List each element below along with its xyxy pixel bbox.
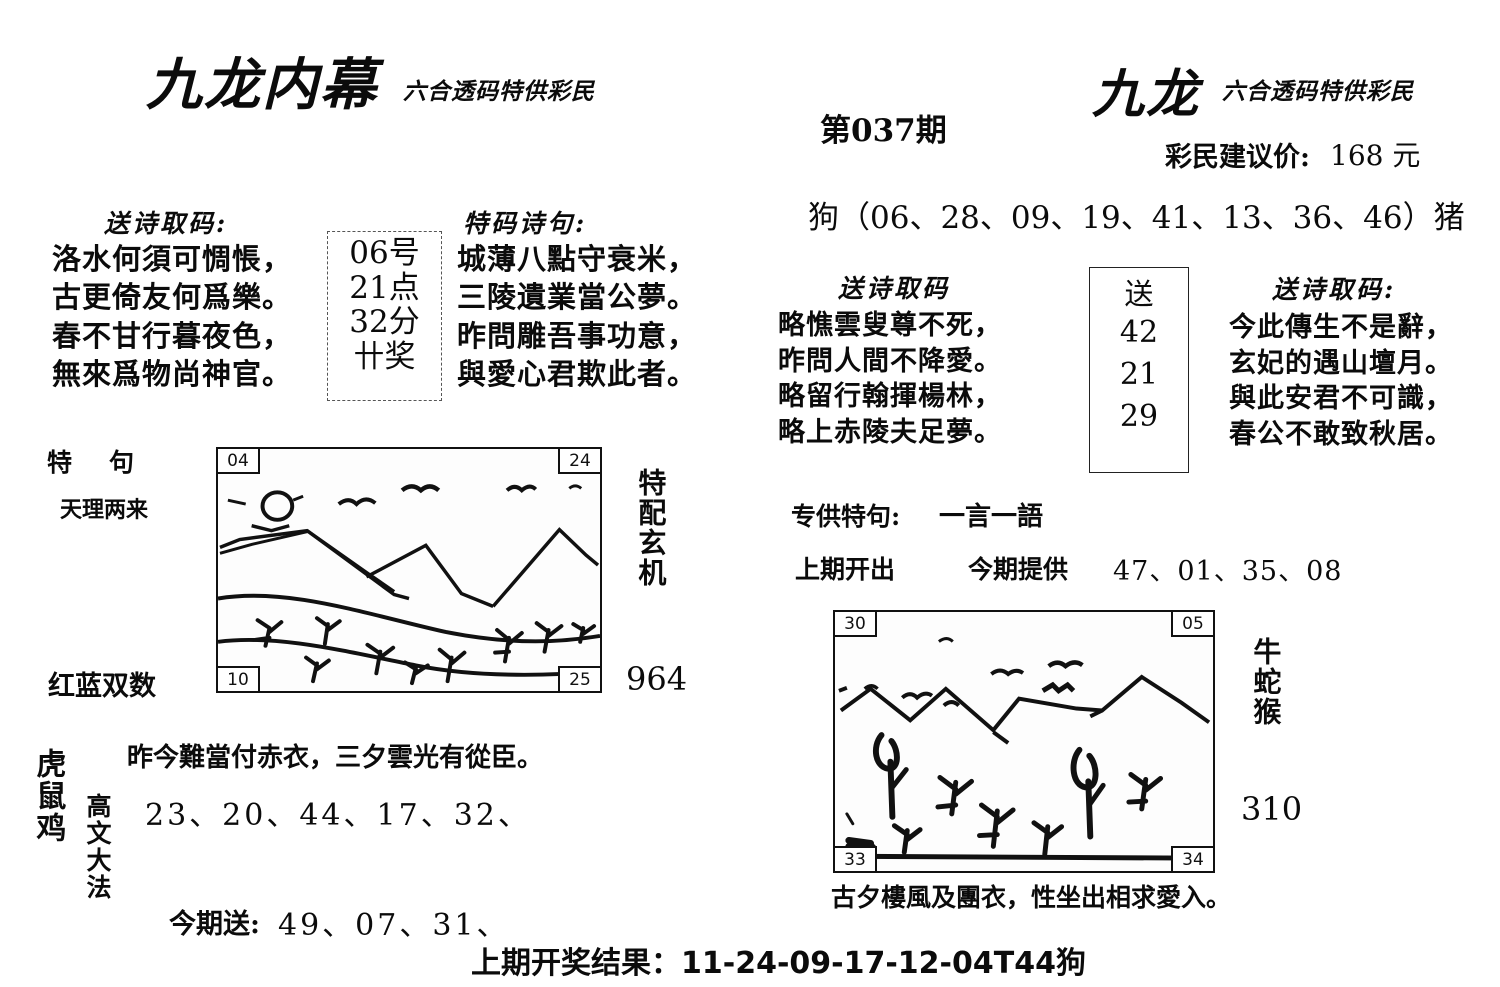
right-picture-corner-tr: 05: [1171, 612, 1213, 637]
left-brand-title: 九龙内幕: [146, 52, 378, 118]
footer-last-draw-result: 上期开奖结果：11-24-09-17-12-04T44狗: [471, 946, 1086, 981]
left-poem-a-title: 送诗取码:: [104, 209, 229, 238]
left-brand-subtitle: 六合透码特供彩民: [403, 78, 595, 105]
left-poem-a-line-4: 無來爲物尚神官。: [52, 356, 293, 391]
left-side-number: 964: [626, 660, 688, 698]
left-scenery-drawing: [218, 484, 600, 686]
left-poem-b-title: 特码诗句:: [463, 209, 588, 238]
left-te-ju-label: 特 句: [47, 448, 141, 477]
left-poem-a-line-1: 洛水何須可惆悵，: [52, 242, 293, 276]
left-code-box-line-2: 21点: [349, 269, 420, 306]
left-method-vertical: 高文大法: [83, 793, 112, 901]
right-brand-subtitle: 六合透码特供彩民: [1222, 78, 1414, 105]
right-this-issue-numbers: 47、01、35、08: [1113, 556, 1343, 587]
right-send-box-line-3: 21: [1119, 357, 1159, 393]
right-send-box-line-1: 送: [1124, 277, 1154, 311]
right-special-label: 专供特句:: [791, 502, 901, 531]
right-picture-corner-bl: 33: [835, 846, 877, 871]
right-brand-title: 九龙: [1092, 64, 1201, 125]
left-poem-b-line-2: 三陵遺業當公夢。: [457, 280, 698, 315]
left-poem-b-body: 城薄八點守衰米， 三陵遺業當公夢。 昨問雕吾事功意， 與愛心君欺此者。: [457, 240, 697, 393]
left-numbers-row: 23、20、44、17、32、: [145, 798, 531, 833]
left-poem-b-line-3: 昨問雕吾事功意，: [457, 318, 698, 353]
right-picture-caption: 古夕樓風及團衣，性坐出相求愛入。: [831, 883, 1232, 912]
left-code-box: 06号 21点 32分 卄奖: [327, 231, 442, 401]
left-picture-corner-tr: 24: [558, 449, 600, 474]
right-send-box-line-4: 29: [1119, 399, 1159, 435]
right-poem-b-line-4: 春公不敢致秋居。: [1229, 418, 1453, 450]
right-poem-b-title: 送诗取码:: [1272, 275, 1397, 304]
left-picture-corner-br: 25: [558, 666, 600, 691]
left-picture-corner-bl: 10: [218, 666, 260, 691]
left-send-row-label: 今期送:: [169, 909, 260, 940]
left-code-box-line-3: 32分: [349, 304, 420, 341]
left-picture-caption: 昨今難當付赤衣，三夕雲光有從臣。: [127, 743, 544, 773]
right-issue-number: 第037期: [820, 113, 947, 149]
right-poem-b-line-3: 與此安君不可識，: [1229, 383, 1453, 415]
right-price-label: 彩民建议价:: [1165, 142, 1310, 173]
right-send-box-line-2: 42: [1119, 315, 1159, 351]
right-send-box: 送 42 21 29: [1089, 267, 1189, 473]
right-price-value: 168 元: [1330, 139, 1421, 172]
right-side-vertical-text: 牛蛇猴: [1249, 637, 1283, 727]
right-poem-a-title: 送诗取码: [838, 274, 951, 303]
right-picture-corner-tl: 30: [835, 612, 877, 637]
right-last-issue-label: 上期开出: [795, 555, 896, 584]
left-send-row-numbers: 49、07、31、: [278, 908, 510, 943]
right-poem-b-line-1: 今此傳生不是辭，: [1229, 312, 1453, 343]
left-zodiac-vertical: 虎鼠鸡: [30, 748, 66, 844]
right-special-value: 一言一語: [939, 502, 1044, 532]
left-te-ju-value: 天理两来: [60, 497, 149, 523]
left-code-box-line-4: 卄奖: [353, 339, 416, 376]
left-poem-b-line-4: 與愛心君欺此者。: [457, 356, 698, 391]
right-side-number: 310: [1241, 790, 1303, 828]
right-poem-a-line-1: 略憔雲叟尊不死，: [778, 310, 1002, 341]
right-zodiac-range: 狗（06、28、09、19、41、13、36、46）猪: [808, 200, 1465, 236]
right-poem-a-line-3: 略留行翰揮楊林，: [778, 381, 1002, 413]
left-scenery-picture: 04 24 10 25: [216, 447, 602, 693]
left-poem-a-body: 洛水何須可惆悵， 古更倚友何爲樂。 春不甘行暮夜色， 無來爲物尚神官。: [52, 240, 292, 393]
right-poem-b-line-2: 玄妃的遇山壇月。: [1229, 347, 1453, 379]
left-poem-b-line-1: 城薄八點守衰米，: [457, 242, 698, 276]
right-poem-b-body: 今此傳生不是辭， 玄妃的遇山壇月。 與此安君不可識， 春公不敢致秋居。: [1229, 310, 1453, 453]
right-scenery-picture: 30 05 33 34: [833, 610, 1215, 873]
left-poem-a-line-3: 春不甘行暮夜色，: [52, 318, 293, 353]
right-scenery-drawing: [838, 637, 1211, 861]
right-poem-a-line-2: 昨問人間不降愛。: [778, 345, 1002, 377]
left-side-vertical-text: 特配玄机: [634, 468, 668, 588]
right-this-issue-label: 今期提供: [968, 555, 1069, 584]
right-poem-a-line-4: 略上赤陵夫足夢。: [778, 416, 1002, 448]
left-poem-a-line-2: 古更倚友何爲樂。: [52, 280, 293, 315]
left-code-box-line-1: 06号: [349, 235, 420, 271]
left-red-blue-label: 红蓝双数: [48, 671, 156, 702]
right-poem-a-body: 略憔雲叟尊不死， 昨問人間不降愛。 略留行翰揮楊林， 略上赤陵夫足夢。: [778, 308, 1002, 451]
right-picture-corner-br: 34: [1171, 846, 1213, 871]
left-picture-corner-tl: 04: [218, 449, 260, 474]
